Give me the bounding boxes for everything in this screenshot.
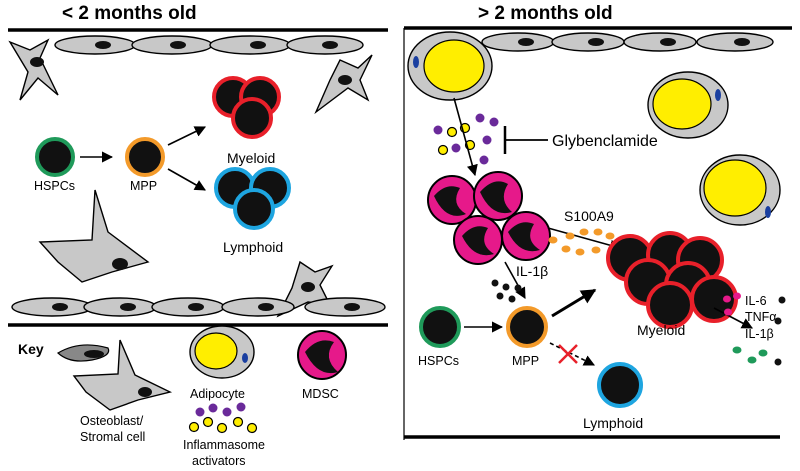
- myeloid-cluster-right: [606, 231, 738, 329]
- arrow-mpp-to-myeloid-right: [551, 288, 597, 318]
- key-inflammasome-label: Inflammasome: [183, 438, 265, 452]
- key-adipocyte-icon: [189, 325, 255, 379]
- stromal-lining-top: [54, 35, 364, 55]
- header-right: > 2 months old: [478, 3, 613, 24]
- cytokine-il1b: IL-1β: [745, 327, 774, 341]
- key-osteoblast-label: Osteoblast/: [80, 414, 144, 428]
- lymphoid-cluster-left: [214, 167, 291, 230]
- stromal-lining-bottom: [11, 297, 386, 317]
- myeloid-label-left: Myeloid: [227, 150, 275, 166]
- mpp-cell-left: [125, 137, 165, 177]
- cytokine-tnfa: TNFα: [745, 310, 777, 324]
- stromal-lining-right: [481, 32, 774, 52]
- left-panel: HSPCs MPP Myeloid Lymphoid: [8, 28, 388, 327]
- key-lining-cell-icon: [56, 344, 110, 362]
- key-title: Key: [18, 341, 44, 357]
- mpp-cell-right: [506, 306, 548, 348]
- il1b-dots: [491, 279, 522, 303]
- hspc-label-left: HSPCs: [34, 179, 75, 193]
- mpp-label-left: MPP: [130, 179, 157, 193]
- hspc-label-right: HSPCs: [418, 354, 459, 368]
- key-activators-label: activators: [192, 454, 246, 468]
- hspc-cell-left: [35, 137, 75, 177]
- s100a9-label: S100A9: [564, 208, 614, 224]
- s100a9-dots: [548, 228, 615, 256]
- cytokine-dots: [723, 292, 786, 366]
- adipocyte-top-right: [647, 71, 729, 139]
- arrow-mdsc-to-mpp: [504, 261, 526, 299]
- key-mdsc-label: MDSC: [302, 387, 339, 401]
- arrow-mpp-to-lymphoid-left: [167, 168, 206, 191]
- blocked-x-icon: [558, 344, 578, 364]
- lymphoid-cell-right: [597, 362, 643, 408]
- key-adipocyte-label: Adipocyte: [190, 387, 245, 401]
- mpp-label-right: MPP: [512, 354, 539, 368]
- stromal-cell-upper-left: [8, 38, 59, 101]
- arrow-mpp-to-myeloid-left: [167, 126, 207, 146]
- adipocyte-top-left: [407, 31, 493, 101]
- lymphoid-label-left: Lymphoid: [223, 239, 283, 255]
- inflammasome-activators-cluster: [433, 113, 499, 165]
- glybenclamide-label: Glybenclamide: [552, 133, 658, 150]
- key-mdsc-icon: [297, 330, 347, 380]
- il1b-label: IL-1β: [516, 263, 548, 279]
- key-stromal-label: Stromal cell: [80, 430, 145, 444]
- key-legend: Key Osteoblast/ Stromal cell Adipocyte M…: [18, 325, 347, 468]
- right-panel: Glybenclamide S100A9 IL-1β: [403, 26, 792, 440]
- key-inflammasome-dots: [188, 402, 258, 434]
- mdsc-cluster: [427, 171, 551, 265]
- lymphoid-label-right: Lymphoid: [583, 415, 643, 431]
- arrow-mpp-to-lymphoid-blocked: [549, 342, 596, 366]
- arrow-mdsc-to-myeloid: [547, 227, 622, 251]
- stromal-cell-lower-left: [38, 189, 150, 283]
- header-left: < 2 months old: [62, 3, 197, 24]
- stromal-cell-upper-right: [314, 54, 373, 115]
- arrow-adipocyte-to-mdsc: [453, 97, 478, 177]
- myeloid-label-right: Myeloid: [637, 322, 685, 338]
- arrow-myeloid-to-cytokines: [713, 307, 753, 329]
- myeloid-cluster-left: [212, 76, 281, 139]
- adipocyte-right: [699, 154, 781, 226]
- key-osteoblast-icon: [72, 339, 173, 411]
- hspc-cell-right: [419, 306, 461, 348]
- cytokine-il6: IL-6: [745, 294, 767, 308]
